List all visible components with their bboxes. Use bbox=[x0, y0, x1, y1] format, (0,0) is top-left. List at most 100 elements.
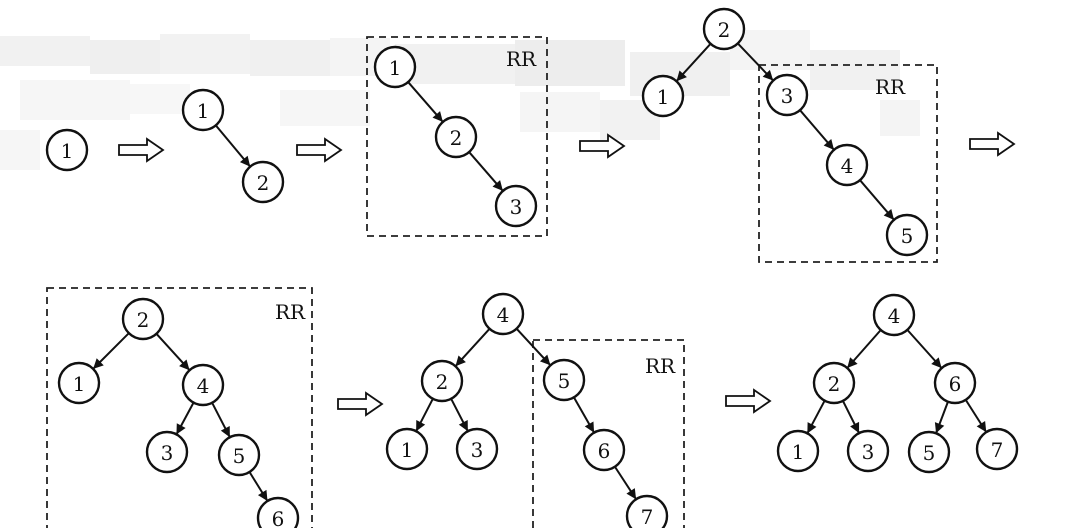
tree-node: 3 bbox=[145, 430, 189, 474]
edge-arrowhead bbox=[584, 421, 595, 433]
tree-node: 2 bbox=[241, 160, 285, 204]
node-value: 5 bbox=[923, 441, 936, 465]
hollow-arrow-icon bbox=[969, 131, 1016, 157]
blur-block bbox=[0, 130, 40, 170]
edge-arrowhead bbox=[823, 138, 834, 150]
node-circle bbox=[702, 7, 746, 51]
node-circle bbox=[494, 184, 538, 228]
tree-edge bbox=[573, 396, 595, 434]
node-value: 3 bbox=[781, 84, 794, 108]
node-circle bbox=[385, 427, 429, 471]
tree-node: 2 bbox=[812, 361, 856, 405]
edge-arrowhead bbox=[883, 208, 894, 220]
tree-node: 3 bbox=[765, 73, 809, 117]
node-value: 3 bbox=[862, 440, 875, 464]
step-arrows bbox=[118, 131, 1016, 417]
tree-edge bbox=[737, 42, 774, 82]
node-circle bbox=[256, 496, 300, 528]
tree-node: 6 bbox=[582, 428, 626, 472]
node-circle bbox=[241, 160, 285, 204]
node-circle bbox=[455, 427, 499, 471]
tree-node: 6 bbox=[256, 496, 300, 528]
node-value: 6 bbox=[598, 439, 611, 463]
edge-arrowhead bbox=[807, 422, 817, 434]
node-value: 6 bbox=[949, 372, 962, 396]
node-value: 1 bbox=[61, 139, 74, 163]
node-circle bbox=[776, 429, 820, 473]
edge-arrowhead bbox=[455, 355, 466, 367]
tree-edge bbox=[155, 333, 191, 371]
node-circle bbox=[641, 74, 685, 118]
node-circle bbox=[872, 293, 916, 337]
edge-arrowhead bbox=[220, 426, 230, 438]
rr-rotation-box bbox=[366, 36, 548, 237]
tree-node: 1 bbox=[181, 88, 225, 132]
tree-edges bbox=[92, 42, 988, 502]
tree-node: 2 bbox=[420, 359, 464, 403]
tree-node: 1 bbox=[641, 74, 685, 118]
node-value: 1 bbox=[73, 372, 86, 396]
hollow-arrow-icon bbox=[725, 388, 772, 414]
edge-arrowhead bbox=[934, 422, 945, 434]
tree-edge bbox=[211, 402, 231, 438]
rr-label: RR bbox=[275, 300, 306, 324]
tree-edge bbox=[799, 109, 835, 151]
tree-edge bbox=[454, 328, 491, 367]
rr-label: RR bbox=[506, 47, 537, 71]
node-circle bbox=[121, 297, 165, 341]
node-circle bbox=[45, 128, 89, 172]
blur-block bbox=[880, 100, 920, 136]
tree-node: 4 bbox=[481, 292, 525, 336]
pixelated-blur-band bbox=[0, 30, 920, 170]
tree-node: 1 bbox=[373, 45, 417, 89]
blur-block bbox=[280, 90, 370, 126]
node-circle bbox=[57, 361, 101, 405]
tree-node: 2 bbox=[434, 115, 478, 159]
node-circle bbox=[181, 88, 225, 132]
tree-edge bbox=[175, 402, 195, 435]
edge-arrowhead bbox=[458, 420, 468, 432]
node-value: 3 bbox=[471, 438, 484, 462]
tree-node: 6 bbox=[933, 361, 977, 405]
rr-rotation-box bbox=[46, 287, 313, 528]
edge-arrowhead bbox=[762, 69, 774, 81]
tree-edge bbox=[964, 399, 988, 433]
node-value: 2 bbox=[718, 18, 731, 42]
blur-block bbox=[810, 50, 900, 90]
tree-edge bbox=[468, 151, 504, 192]
hollow-arrow-icon bbox=[337, 391, 384, 417]
blur-block bbox=[160, 34, 250, 74]
edge-arrowhead bbox=[416, 420, 426, 432]
node-circle bbox=[812, 361, 856, 405]
node-value: 4 bbox=[497, 303, 510, 327]
tree-node: 4 bbox=[872, 293, 916, 337]
tree-edge bbox=[92, 332, 130, 370]
tree-edge bbox=[806, 400, 826, 434]
node-circle bbox=[907, 430, 951, 474]
edge-arrowhead bbox=[492, 180, 503, 191]
tree-node: 1 bbox=[45, 128, 89, 172]
rr-label: RR bbox=[875, 75, 906, 99]
node-circle bbox=[373, 45, 417, 89]
edge-arrowhead bbox=[179, 359, 190, 371]
tree-node: 3 bbox=[455, 427, 499, 471]
node-circle bbox=[625, 494, 669, 528]
tree-edge bbox=[215, 124, 251, 168]
tree-node: 4 bbox=[825, 143, 869, 187]
node-value: 2 bbox=[450, 126, 463, 150]
edge-arrowhead bbox=[976, 421, 987, 433]
blur-block bbox=[515, 40, 625, 86]
node-value: 7 bbox=[991, 438, 1004, 462]
edge-arrowhead bbox=[847, 357, 858, 369]
node-value: 5 bbox=[233, 444, 246, 468]
blur-block bbox=[250, 40, 330, 76]
tree-node: 1 bbox=[57, 361, 101, 405]
node-circle bbox=[765, 73, 809, 117]
tree-node: 4 bbox=[181, 363, 225, 407]
tree-node: 5 bbox=[907, 430, 951, 474]
edge-arrowhead bbox=[676, 70, 687, 82]
node-value: 4 bbox=[197, 374, 210, 398]
edge-arrowhead bbox=[93, 358, 104, 369]
